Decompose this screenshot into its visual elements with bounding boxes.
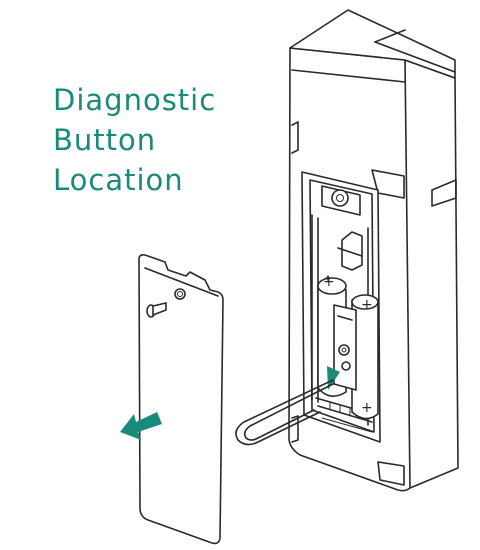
screw-icon <box>146 302 167 318</box>
cover-screw-hole <box>174 288 186 300</box>
title-line-3: Location <box>53 163 184 197</box>
paperclip-tool <box>235 379 334 446</box>
diagnostic-board <box>333 304 357 391</box>
title-line-2: Button <box>53 123 157 157</box>
svg-text:+: + <box>361 297 373 313</box>
arrow-left-down-icon <box>120 412 162 440</box>
top-screw-boss <box>331 189 349 207</box>
diagnostic-button[interactable] <box>338 344 350 356</box>
svg-text:+: + <box>361 400 373 416</box>
pointer-triangle-icon <box>327 366 340 390</box>
diagram-title: Diagnostic Button Location <box>53 80 216 200</box>
svg-text:+: + <box>323 274 335 290</box>
battery-compartment: + + + <box>301 171 381 443</box>
title-line-1: Diagnostic <box>53 83 217 117</box>
battery-right: + + <box>351 294 379 420</box>
battery-cover <box>138 254 224 545</box>
